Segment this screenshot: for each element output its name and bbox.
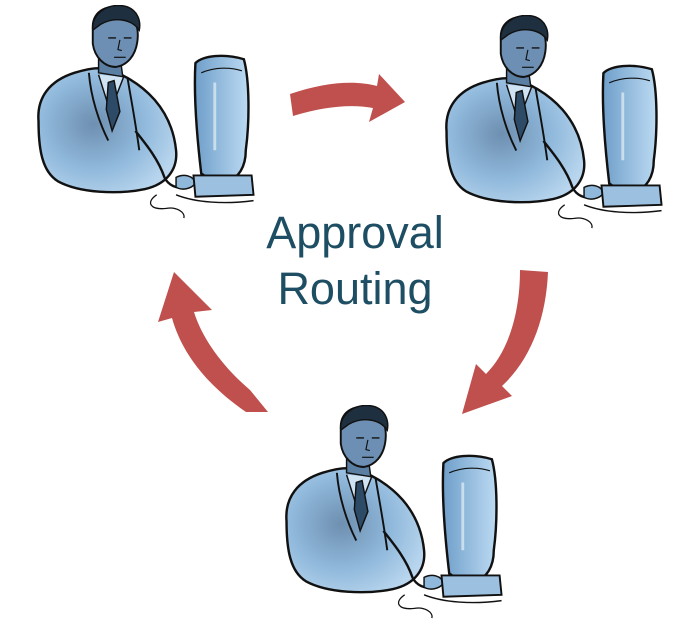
title-line-1: Approval bbox=[266, 207, 444, 258]
arrow-right-icon bbox=[290, 74, 405, 122]
person-at-computer-icon bbox=[430, 13, 679, 230]
person-at-computer-icon bbox=[22, 3, 272, 220]
arrow-down-icon bbox=[462, 270, 548, 414]
diagram-title: Approval Routing bbox=[200, 205, 510, 317]
arrow-up-icon bbox=[158, 272, 268, 412]
person-at-computer-icon bbox=[270, 403, 520, 620]
title-line-2: Routing bbox=[277, 263, 433, 314]
